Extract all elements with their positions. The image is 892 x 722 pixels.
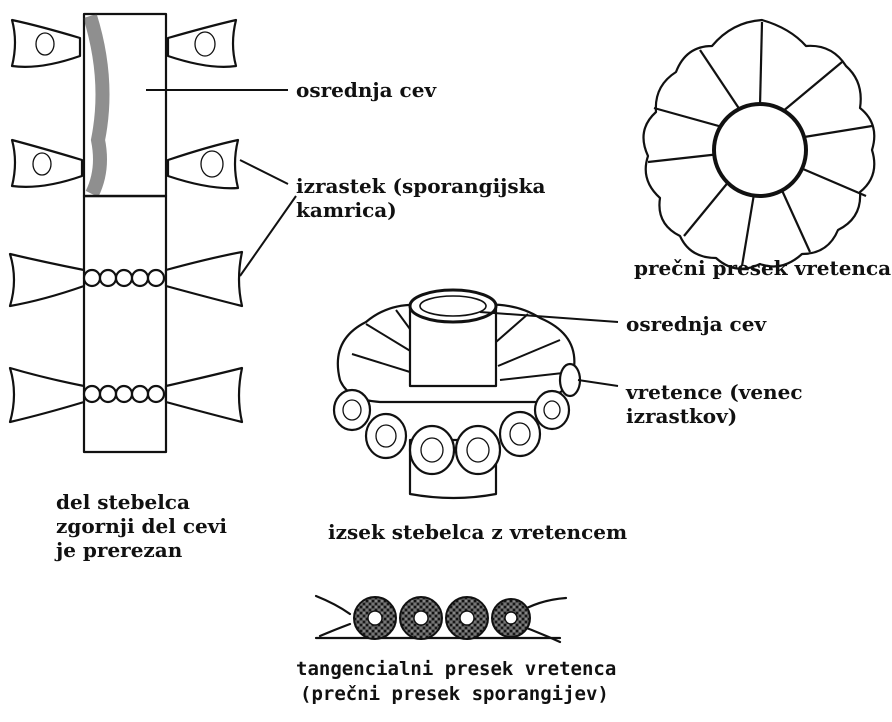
- leader-izrastek-b: [240, 196, 296, 276]
- label-del-stebelca-line3: je prerezan: [56, 538, 182, 562]
- sporangia-row-1: [84, 270, 164, 286]
- label-del-stebelca-line2: zgornji del cevi: [56, 514, 227, 538]
- whorl-segment-drawing: [334, 290, 580, 498]
- label-del-stebelca-line1: del stebelca: [56, 490, 190, 514]
- label-izrastek-line2: kamrica): [296, 198, 397, 222]
- sporangia-row-2: [84, 386, 164, 402]
- cross-section-drawing: [644, 20, 875, 269]
- label-osrednja-cev-middle: osrednja cev: [626, 312, 766, 336]
- label-tangencialni-line1: tangencialni presek vretenca: [296, 658, 616, 681]
- label-precni-presek: prečni presek vretenca: [634, 256, 891, 280]
- leader-izrastek-a: [240, 160, 288, 184]
- tangential-section-drawing: [316, 596, 566, 642]
- label-tangencialni-line2: (prečni presek sporangijev): [300, 683, 609, 706]
- label-vretence-line1: vretence (venec: [626, 380, 803, 404]
- label-izsek: izsek stebelca z vretencem: [328, 520, 627, 544]
- label-vretence-line2: izrastkov): [626, 404, 737, 428]
- leader-vretence: [578, 380, 618, 386]
- label-osrednja-cev-top: osrednja cev: [296, 78, 436, 102]
- stem-drawing: [10, 14, 242, 452]
- label-izrastek-line1: izrastek (sporangijska: [296, 174, 545, 198]
